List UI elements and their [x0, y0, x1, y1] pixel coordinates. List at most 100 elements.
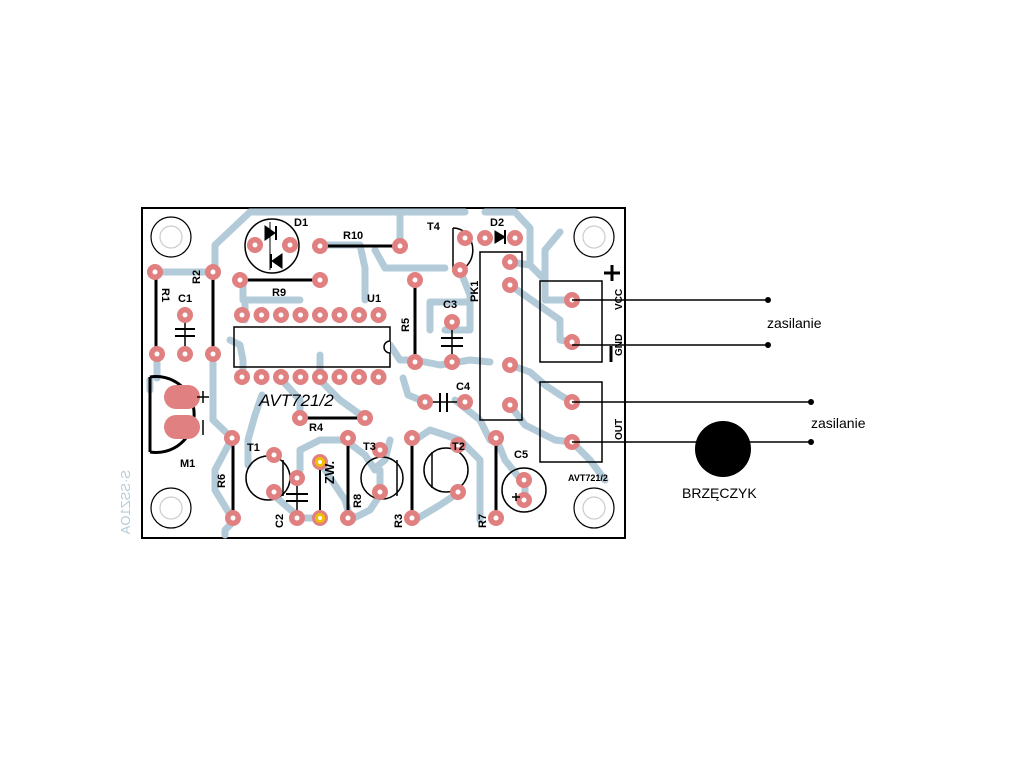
pad-hole [154, 351, 160, 357]
pad-hole [409, 515, 415, 521]
label-buzzer: BRZĘCZYK [682, 485, 757, 501]
pad-hole [278, 374, 284, 380]
pad-hole [297, 415, 303, 421]
pad-hole [345, 435, 351, 441]
pad-hole [512, 235, 518, 241]
board-title: AVT721/2 [258, 391, 334, 410]
label-r2: R2 [191, 270, 203, 284]
pad-hole [298, 374, 303, 380]
label-r5: R5 [400, 318, 412, 332]
pad-hole [210, 351, 216, 357]
pad-hole [152, 269, 158, 275]
board-title-small: AVT721/2 [568, 473, 608, 483]
pad-hole [259, 374, 264, 380]
pad-hole [345, 515, 351, 521]
t2-body [423, 447, 469, 493]
m1-body [149, 375, 196, 454]
mounting-hole-top-left [150, 216, 192, 258]
d1-body [244, 218, 300, 274]
pad-hole [229, 435, 235, 441]
pad-hole [287, 242, 293, 248]
label-t1: T1 [247, 442, 260, 454]
pad-hole [507, 402, 513, 408]
label-u1: U1 [367, 293, 381, 305]
polarity-marks [197, 391, 520, 501]
pad-hole [317, 277, 323, 283]
pad-hole [278, 312, 284, 318]
pk1-body [479, 251, 523, 421]
pad-hole [493, 435, 499, 441]
pad-hole [230, 515, 236, 521]
pad-hole [412, 359, 418, 365]
pad-hole [317, 243, 323, 249]
pad-hole [507, 282, 513, 288]
label-c1: C1 [178, 293, 192, 305]
label-c2: C2 [274, 514, 286, 528]
label-d2: D2 [490, 217, 504, 229]
pad-hole [271, 452, 277, 458]
m1-pads [164, 385, 200, 439]
pad-hole [210, 269, 216, 275]
pad-hole [493, 515, 499, 521]
mounting-hole-bottom-left [150, 487, 192, 529]
mounting-hole-top-right [573, 216, 615, 258]
label-out: OUT [614, 419, 625, 440]
pad-hole [239, 312, 245, 318]
pad-hole [507, 362, 513, 368]
pad-hole [298, 312, 303, 318]
pad-hole [569, 339, 575, 345]
pad-hole [462, 235, 468, 241]
pad-hole [237, 277, 243, 283]
pad-hole [239, 374, 245, 380]
pad-hole [412, 277, 418, 283]
buzzer-icon [695, 421, 751, 477]
label-r10: R10 [343, 230, 363, 242]
supply-polarity [604, 265, 620, 362]
pad-hole [482, 235, 488, 241]
pad-hole [397, 243, 403, 249]
pad-hole [377, 489, 383, 495]
pad-hole [449, 319, 455, 325]
pad-hole [259, 312, 264, 318]
pad-hole [182, 312, 188, 318]
label-t3: T3 [363, 441, 376, 453]
label-zw: ZW. [322, 461, 337, 484]
mirrored-mark: S·SSZ1OA [118, 470, 133, 535]
label-r6: R6 [216, 474, 228, 488]
label-supply-top: zasilanie [767, 315, 822, 331]
mounting-hole-bottom-right [573, 487, 615, 529]
pad-hole [449, 359, 455, 365]
pad-hole [376, 374, 381, 380]
c5-body [501, 467, 547, 513]
pad-hole [337, 312, 342, 318]
mounting-holes [150, 216, 615, 529]
pad-hole [317, 374, 323, 380]
pad-hole [317, 312, 323, 318]
pad-hole [457, 267, 463, 273]
pad-hole [409, 435, 415, 441]
label-r4: R4 [309, 422, 324, 434]
label-pk1: PK1 [469, 281, 481, 302]
label-t4: T4 [427, 221, 441, 233]
label-m1: M1 [180, 458, 195, 470]
connector-output [539, 381, 603, 463]
pad-hole [356, 374, 362, 380]
solder-pads [147, 230, 580, 526]
label-d1: D1 [294, 217, 308, 229]
connector-supply [539, 280, 603, 363]
pad-hole [422, 399, 428, 405]
pad-hole [521, 477, 527, 483]
label-c3: C3 [443, 299, 457, 311]
label-c5: C5 [514, 449, 528, 461]
pad-hole [182, 351, 188, 357]
pad-hole [455, 442, 461, 448]
pad-hole [521, 497, 527, 503]
pad-hole [337, 374, 342, 380]
label-t2: T2 [452, 441, 465, 453]
label-r1: R1 [159, 288, 171, 302]
pad-hole [362, 415, 368, 421]
pad-hole [294, 515, 300, 521]
label-r7: R7 [477, 514, 489, 528]
label-r8: R8 [352, 494, 364, 508]
